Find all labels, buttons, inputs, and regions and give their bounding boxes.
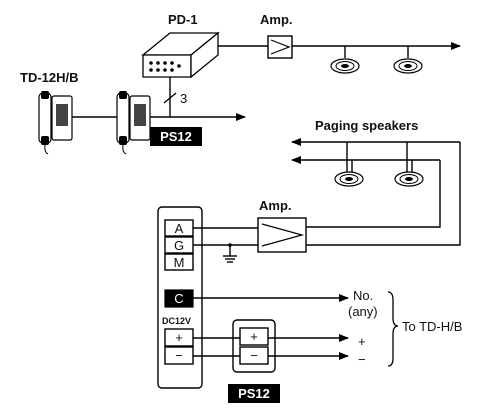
ps12-bottom-badge	[228, 384, 280, 403]
pd1-label: PD-1	[168, 12, 198, 27]
speaker-top-1	[330, 46, 360, 74]
terminal-plus: +	[164, 328, 194, 347]
svg-text:−: −	[175, 348, 183, 363]
terminal-minus: −	[164, 346, 194, 365]
amp-top-label: Amp.	[260, 12, 293, 27]
amp-mid	[257, 217, 307, 253]
ps12-terminal-minus: −	[239, 346, 269, 365]
ground-icon	[223, 243, 237, 263]
no-label: No.	[353, 288, 373, 303]
svg-text:−: −	[250, 348, 258, 363]
paging-speaker-2	[394, 142, 424, 187]
ps12-top-label: PS12	[160, 129, 192, 144]
svg-text:+: +	[250, 329, 258, 344]
svg-text:G: G	[174, 238, 184, 253]
terminal-c: C	[164, 289, 194, 308]
terminal-a: A	[164, 219, 194, 237]
dc12v-label: DC12V	[162, 316, 191, 326]
ps12-top-badge	[150, 127, 202, 146]
svg-text:M: M	[174, 255, 185, 270]
pd1-device	[141, 31, 220, 79]
svg-text:+: +	[175, 330, 183, 345]
amp-top	[267, 35, 293, 59]
ps12-bottom-label: PS12	[238, 386, 270, 401]
ps12-bottom-outline	[232, 319, 276, 373]
svg-text:A: A	[175, 221, 184, 236]
terminal-m: M	[164, 253, 194, 271]
svg-text:C: C	[174, 291, 183, 306]
intercom-handset-2	[116, 91, 151, 155]
any-label: (any)	[348, 304, 378, 319]
terminal-g: G	[164, 236, 194, 254]
cable-count-label: 3	[180, 91, 187, 106]
out-plus-label: +	[358, 334, 366, 349]
td12-label: TD-12H/B	[20, 70, 79, 85]
to-td-label: To TD-H/B	[402, 319, 462, 334]
output-brace	[387, 291, 399, 367]
intercom-handset-1	[38, 91, 73, 155]
amp-mid-label: Amp.	[259, 198, 292, 213]
speaker-top-2	[393, 46, 423, 74]
paging-speakers-label: Paging speakers	[315, 118, 418, 133]
out-minus-label: −	[358, 352, 366, 367]
paging-speaker-1	[334, 142, 364, 187]
ps12-terminal-plus: +	[239, 327, 269, 346]
